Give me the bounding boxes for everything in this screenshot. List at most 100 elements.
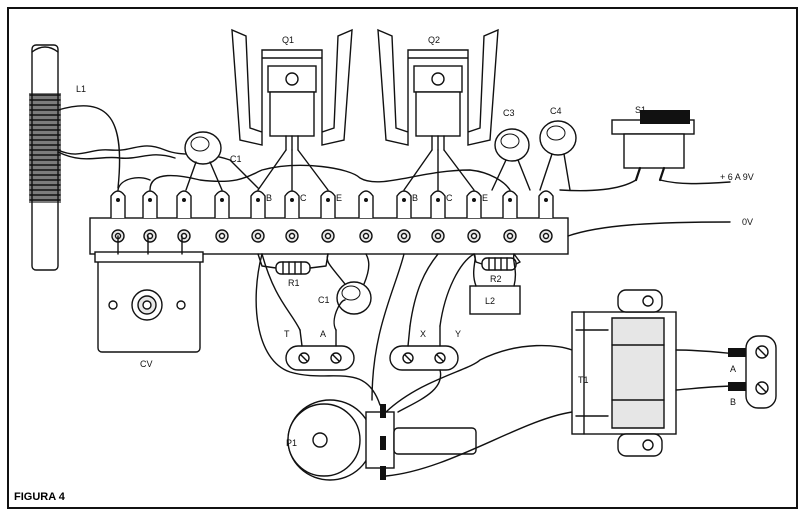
label-c1-top: C1 <box>230 154 242 164</box>
resistor-r1 <box>257 253 329 275</box>
label-c3: C3 <box>503 108 515 118</box>
label-s1: S1 <box>635 105 646 115</box>
strip-eyelet-center <box>470 232 478 240</box>
strip-lug-hole <box>256 198 260 202</box>
label-supply-positive: + 6 A 9V <box>720 172 754 182</box>
strip-lug <box>320 190 336 218</box>
label-c4: C4 <box>550 106 562 116</box>
wire-x <box>409 253 439 327</box>
potentiometer-p1 <box>287 399 477 481</box>
strip-lug-hole <box>508 198 512 202</box>
label-q2: Q2 <box>428 35 440 45</box>
strip-lug-hole <box>182 198 186 202</box>
label-r2: R2 <box>490 274 502 284</box>
mains-terminal-block <box>728 335 777 409</box>
strip-lug <box>142 190 158 218</box>
strip-lug-hole <box>364 198 368 202</box>
wire-ground <box>567 221 731 237</box>
strip-lug-hole <box>290 198 294 202</box>
strip-lug <box>110 190 126 218</box>
pin-a-left: A <box>320 329 326 339</box>
figure-frame <box>7 7 798 509</box>
strip-eyelet-center <box>400 232 408 240</box>
strip-lug-hole <box>326 198 330 202</box>
strip-eyelet-center <box>542 232 550 240</box>
terminal-strip <box>89 190 569 255</box>
strip-lug <box>502 190 518 218</box>
wire-y-p1 <box>397 369 442 413</box>
wire-y <box>439 253 475 327</box>
variable-capacitor-cv <box>94 235 204 353</box>
capacitor-c3 <box>491 128 531 191</box>
strip-eyelet-center <box>434 232 442 240</box>
wire-q2-b <box>403 149 433 191</box>
switch-s1 <box>611 110 695 182</box>
strip-lug-hole <box>472 198 476 202</box>
strip-lug <box>396 190 412 218</box>
label-r1: R1 <box>288 278 300 288</box>
wire-s1-supply <box>659 179 731 185</box>
pin-q2-c: C <box>446 193 453 203</box>
strip-lug-hole <box>544 198 548 202</box>
strip-lug-hole <box>436 198 440 202</box>
strip-lug <box>250 190 266 218</box>
pin-q2-e: E <box>482 193 488 203</box>
strip-lug <box>214 190 230 218</box>
strip-eyelet-center <box>324 232 332 240</box>
pin-b-right: B <box>730 397 736 407</box>
strip-eyelet-center <box>362 232 370 240</box>
wire-t <box>261 253 301 331</box>
wire-strip-p1 <box>371 253 405 401</box>
pin-y: Y <box>455 329 461 339</box>
label-l2: L2 <box>485 296 495 306</box>
strip-lug-hole <box>148 198 152 202</box>
wire-p1-t1-a <box>385 344 573 413</box>
wire-l1-a <box>57 105 121 189</box>
capacitor-c4 <box>539 120 577 191</box>
strip-lug <box>176 190 192 218</box>
pin-q1-b: B <box>266 193 272 203</box>
label-l1: L1 <box>76 84 86 94</box>
wire-s1-strip <box>559 179 637 192</box>
wire-q1-e <box>297 149 329 191</box>
strip-eyelet-center <box>218 232 226 240</box>
strip-lug-hole <box>220 198 224 202</box>
terminal-block-xy <box>389 325 459 371</box>
resistor-r2 <box>473 253 521 271</box>
strip-lug <box>358 190 374 218</box>
heatsink-q2 <box>377 28 499 151</box>
figure-caption: FIGURA 4 <box>14 491 66 503</box>
label-cv: CV <box>140 359 153 369</box>
inductor-l2 <box>469 253 521 315</box>
strip-eyelet-center <box>254 232 262 240</box>
label-c1-bottom: C1 <box>318 295 330 305</box>
transformer-t1 <box>571 289 677 457</box>
heatsink-q1 <box>231 28 353 151</box>
wire-top-bus <box>149 164 511 191</box>
strip-lug <box>430 190 446 218</box>
strip-lug <box>284 190 300 218</box>
pin-q1-e: E <box>336 193 342 203</box>
pin-q2-b: B <box>412 193 418 203</box>
wire-a <box>333 299 346 331</box>
wire-top-bus-2 <box>117 177 151 191</box>
wire-l1-twisted-2 <box>57 151 176 160</box>
wire-t-p1 <box>255 253 381 406</box>
strip-lug-hole <box>402 198 406 202</box>
pin-q1-c: C <box>300 193 307 203</box>
label-supply-ground: 0V <box>742 217 753 227</box>
wire-p1-t1-b <box>385 411 573 477</box>
pin-a-right: A <box>730 364 736 374</box>
label-t1: T1 <box>578 375 589 385</box>
pin-t: T <box>284 329 290 339</box>
strip-eyelet-center <box>506 232 514 240</box>
coil-l1 <box>29 44 61 271</box>
strip-lug <box>466 190 482 218</box>
strip-eyelet-center <box>288 232 296 240</box>
strip-lug-hole <box>116 198 120 202</box>
capacitor-c1-bottom <box>326 253 372 315</box>
pin-x: X <box>420 329 426 339</box>
capacitor-c1-top <box>184 131 223 191</box>
